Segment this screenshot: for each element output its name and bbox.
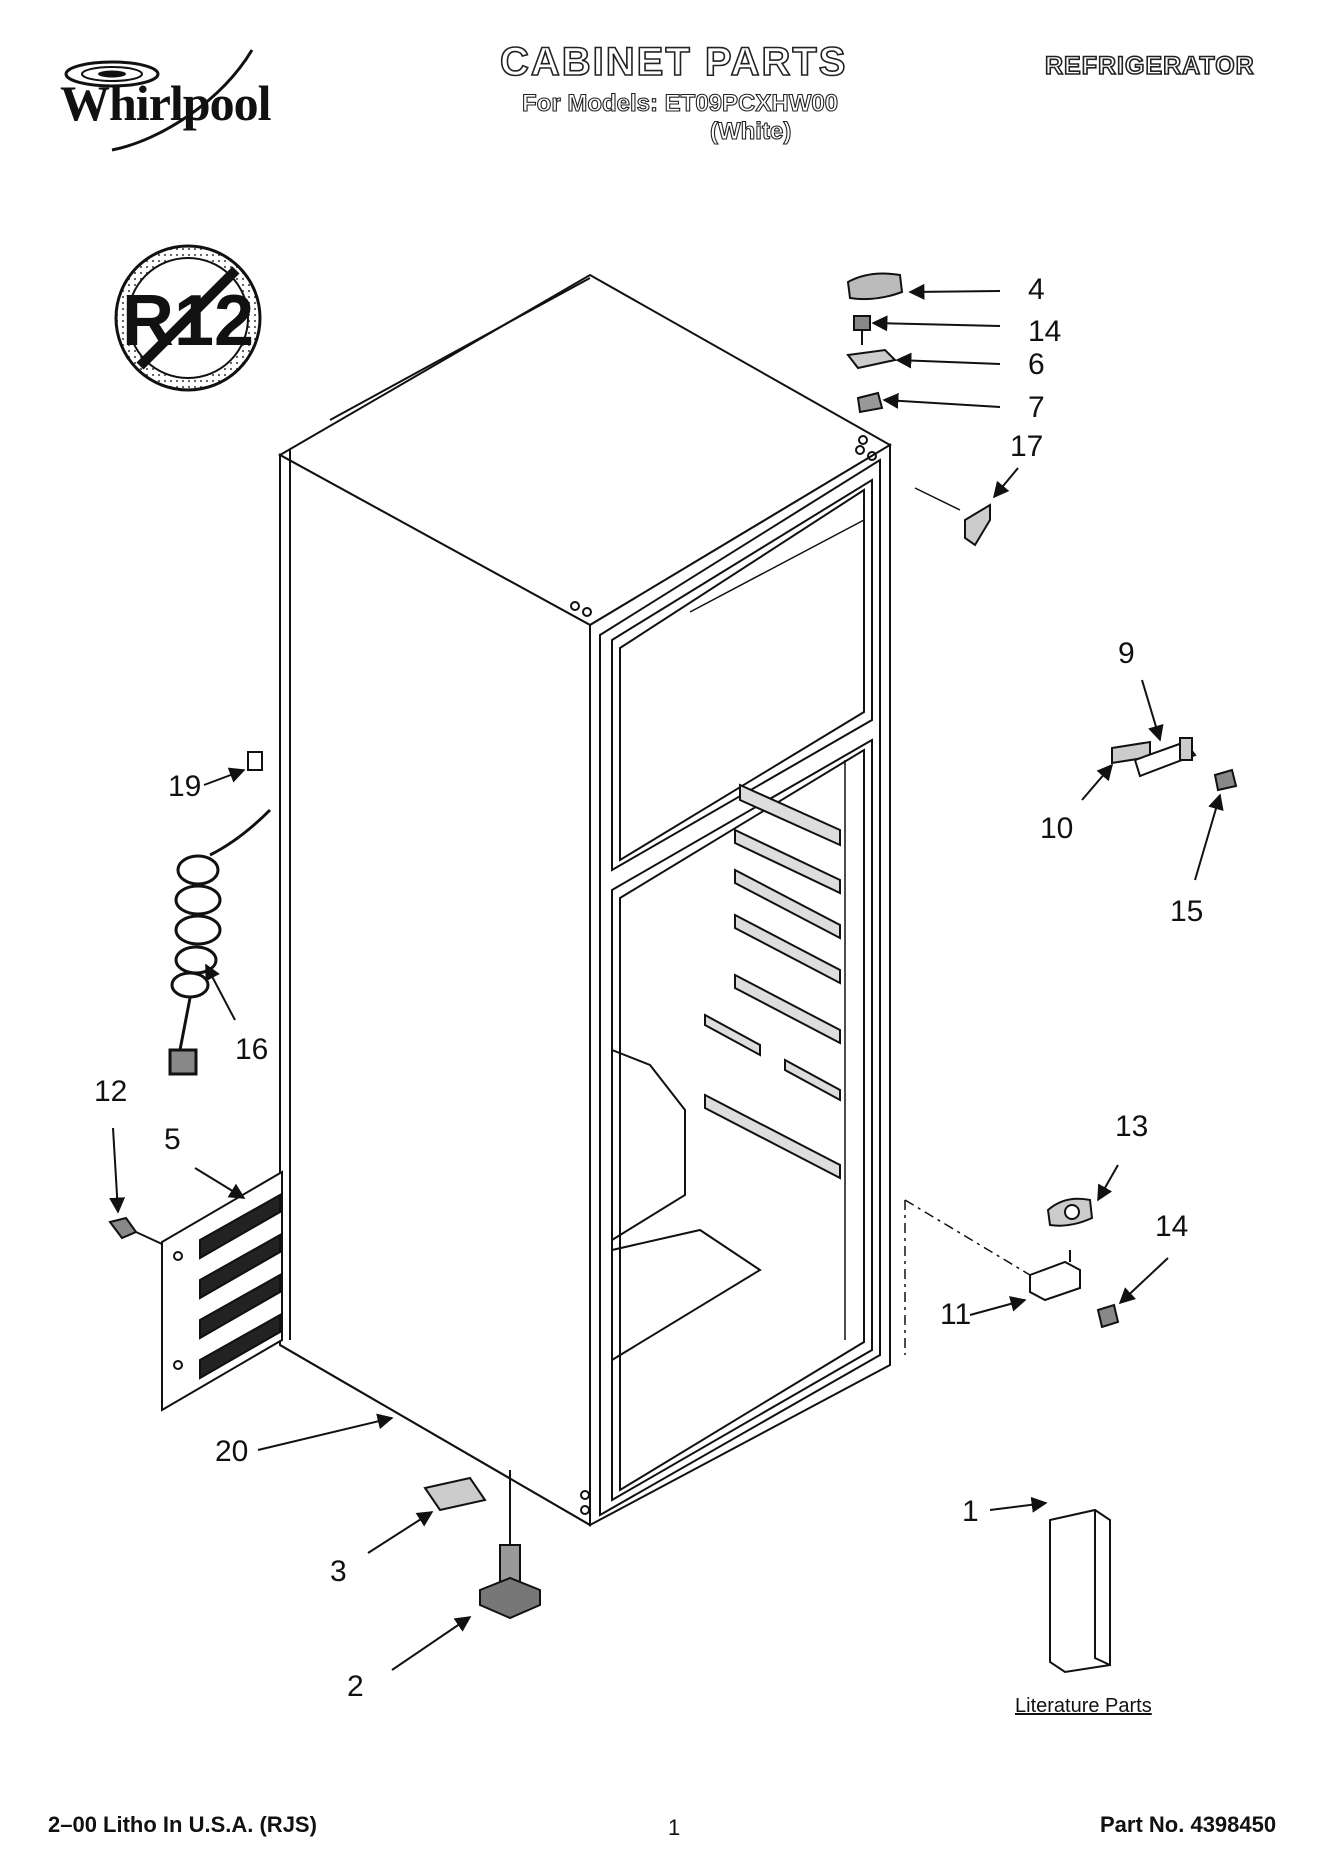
footer-litho: 2–00 Litho In U.S.A. (RJS) — [48, 1812, 317, 1837]
callout-17: 17 — [1010, 430, 1044, 463]
literature-book-icon — [1049, 1508, 1111, 1674]
callout-20: 20 — [215, 1435, 249, 1468]
callout-11: 11 — [940, 1298, 972, 1331]
callout-3: 3 — [330, 1555, 347, 1588]
callout-12: 12 — [94, 1075, 128, 1108]
top-hinge-parts — [846, 272, 904, 445]
bracket-17-icon — [964, 503, 991, 547]
callout-15: 15 — [1170, 895, 1204, 928]
callout-16: 16 — [235, 1033, 269, 1066]
callout-13: 13 — [1115, 1110, 1149, 1143]
footer-part-number: Part No. 4398450 — [1100, 1812, 1277, 1837]
bottom-hinge-parts — [1029, 1197, 1120, 1329]
color-line: (White) — [709, 117, 792, 145]
literature-parts-label: Literature Parts — [1015, 1695, 1152, 1717]
callout-6: 6 — [1028, 348, 1045, 381]
center-hinge-parts — [1111, 737, 1238, 792]
callout-14-top: 14 — [1028, 315, 1062, 348]
callout-7: 7 — [1028, 391, 1045, 424]
callout-10: 10 — [1040, 812, 1074, 845]
models-line: For Models: ET09PCXHW00 — [521, 89, 839, 117]
no-r12-badge: R12 — [114, 244, 262, 392]
footer-page-number: 1 — [668, 1815, 681, 1840]
page-title: CABINET PARTS — [499, 39, 848, 85]
leader-arrows — [109, 283, 1224, 1671]
callout-14-bottom: 14 — [1155, 1210, 1189, 1243]
callout-9: 9 — [1118, 637, 1135, 670]
category-label: REFRIGERATOR — [1044, 51, 1255, 81]
brand-logo: Whirlpool — [52, 40, 292, 160]
cabinet-body — [277, 273, 892, 1527]
callout-2: 2 — [347, 1670, 364, 1703]
clip-19-icon — [247, 751, 263, 771]
power-cord-icon — [168, 808, 272, 1076]
callout-1: 1 — [962, 1495, 979, 1528]
logo-swirl-icon — [64, 49, 254, 152]
screw-12-icon — [108, 1216, 138, 1240]
brand-name: Whirlpool — [60, 75, 271, 131]
grille-panel-icon — [161, 1170, 283, 1412]
leveling-leg-icon — [479, 1470, 541, 1620]
callout-5: 5 — [164, 1123, 181, 1156]
bracket-3-icon — [423, 1476, 487, 1512]
callout-4: 4 — [1028, 273, 1045, 306]
r12-text: R12 — [122, 281, 254, 361]
callout-19: 19 — [168, 770, 202, 803]
